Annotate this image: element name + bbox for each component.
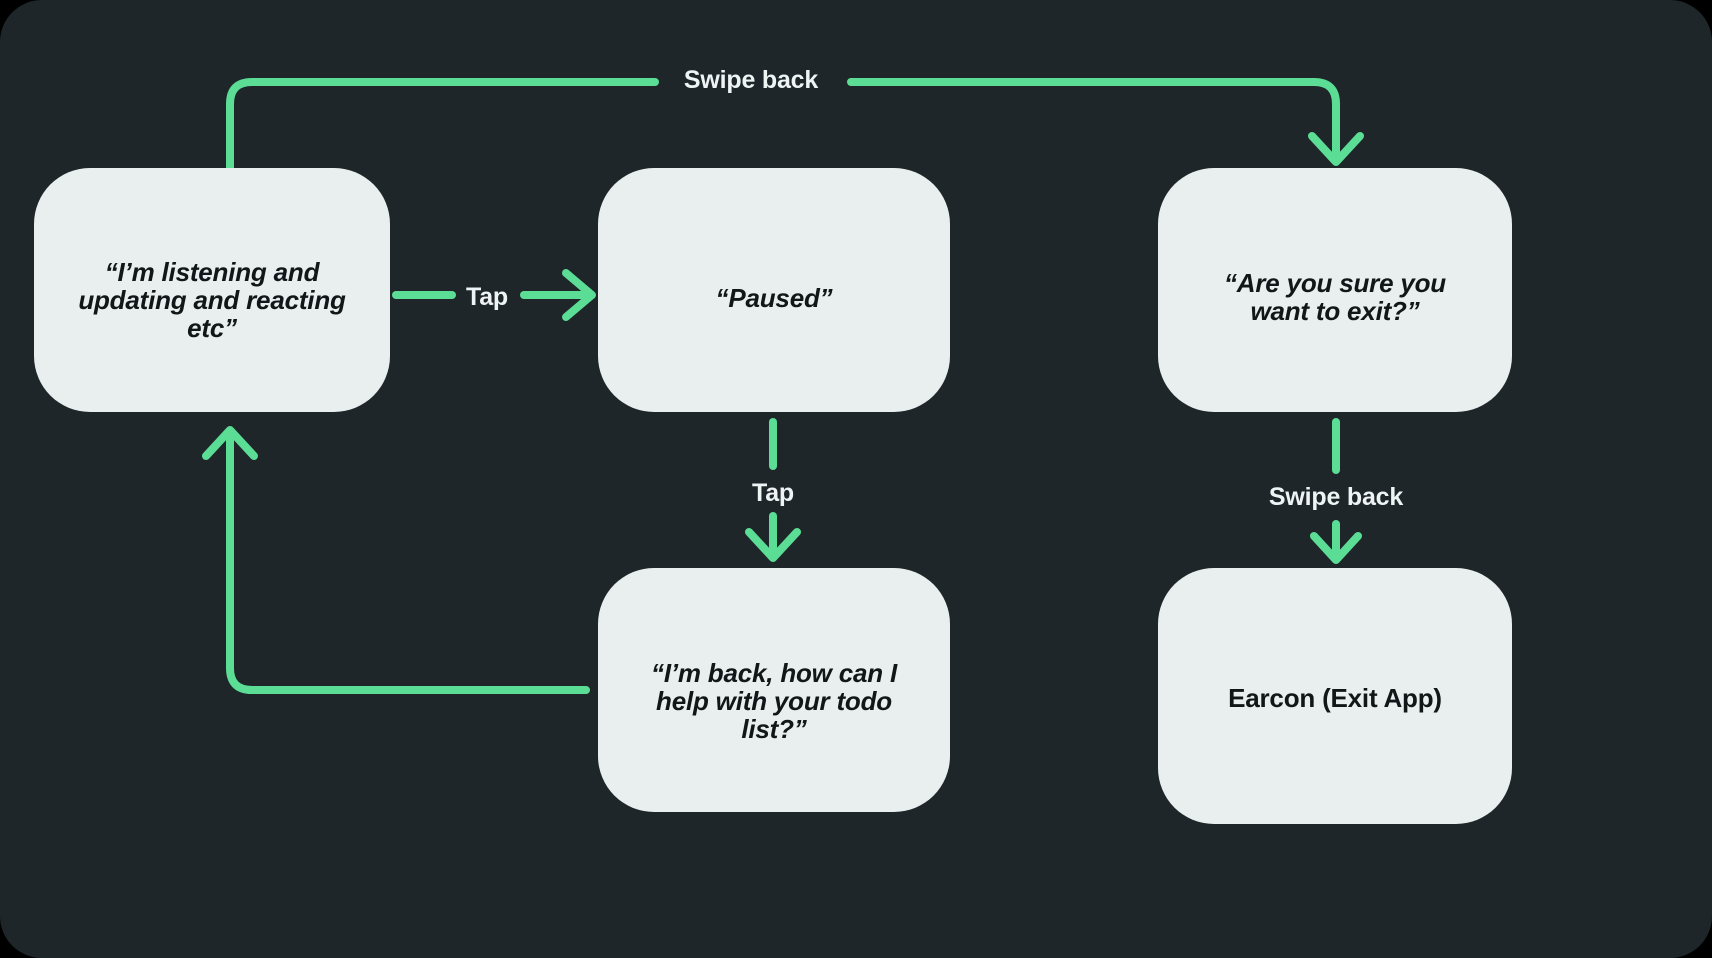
node-are-you-sure-shape[interactable] — [1158, 168, 1512, 412]
connector-path-right-segment — [847, 78, 1340, 162]
node-paused-line-1: “Paused” — [716, 283, 833, 313]
arrowhead-down-earcon — [1310, 532, 1362, 564]
node-listening-line-2: updating and reacting — [78, 285, 346, 315]
node-paused-shape[interactable] — [598, 168, 950, 412]
node-earcon[interactable]: Earcon (Exit App) — [1158, 568, 1512, 824]
connector-paused-to-imback — [745, 418, 801, 562]
connector-listening-to-paused — [392, 269, 596, 321]
node-im-back-shape[interactable] — [598, 568, 950, 812]
edge-label-swipe-back-right: Swipe back — [1269, 483, 1403, 511]
connector-areyousure-to-earcon — [1310, 418, 1362, 564]
connector-imback-to-listening — [202, 426, 590, 694]
connector-listening-to-areyousure — [226, 78, 1364, 172]
edge-label-tap-paused-imback: Tap — [752, 479, 794, 507]
arrowhead-down-imback — [745, 528, 801, 562]
node-im-back-line-2: help with your todo — [656, 686, 892, 716]
connector-path-left-segment — [226, 78, 659, 172]
node-im-back-line-1: “I’m back, how can I — [651, 658, 898, 688]
node-earcon-line-1: Earcon (Exit App) — [1228, 683, 1442, 713]
node-earcon-shape[interactable] — [1158, 568, 1512, 824]
node-listening[interactable]: “I’m listening and updating and reacting… — [34, 168, 390, 412]
node-are-you-sure-line-1: “Are you sure you — [1224, 268, 1446, 298]
node-listening-shape[interactable] — [34, 168, 390, 412]
node-are-you-sure-line-2: want to exit?” — [1250, 296, 1419, 326]
node-paused[interactable]: “Paused” — [598, 168, 950, 412]
arrowhead-down-areyousure — [1308, 132, 1364, 166]
arrowhead-right-paused — [562, 269, 596, 321]
node-im-back[interactable]: “I’m back, how can I help with your todo… — [598, 568, 950, 812]
node-im-back-line-3: list?” — [741, 714, 806, 744]
node-listening-line-3: etc” — [187, 313, 237, 343]
edge-label-swipe-back-top: Swipe back — [684, 66, 818, 94]
node-listening-line-1: “I’m listening and — [105, 257, 321, 287]
connector-path-loopback — [226, 428, 590, 694]
arrowhead-up-listening — [202, 426, 258, 460]
node-are-you-sure[interactable]: “Are you sure you want to exit?” — [1158, 168, 1512, 412]
edge-label-tap-listening-paused: Tap — [466, 283, 508, 311]
